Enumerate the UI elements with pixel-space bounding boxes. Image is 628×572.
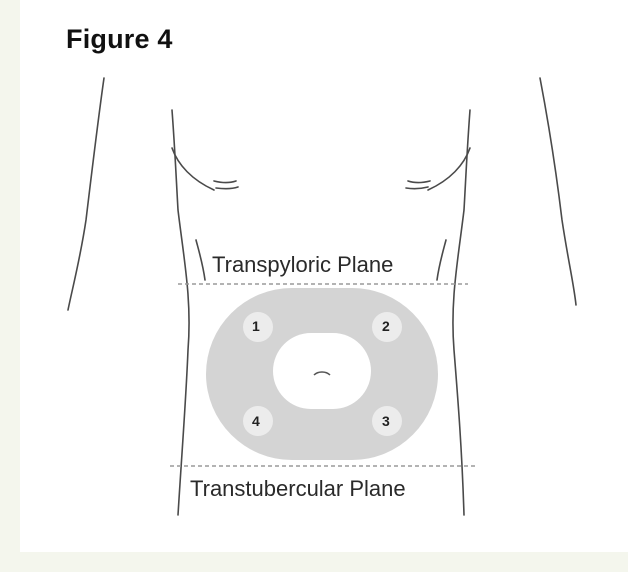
site-1-label: 1: [252, 318, 260, 334]
left-chest-mark-2: [216, 187, 238, 189]
right-waist-line: [437, 240, 446, 280]
navel-exclusion-area: [273, 333, 371, 409]
site-4-label: 4: [252, 413, 260, 429]
right-chest-mark-2: [406, 187, 428, 189]
transpyloric-plane-label: Transpyloric Plane: [212, 252, 393, 277]
right-chest-mark: [408, 181, 430, 183]
left-chest-mark: [214, 181, 236, 183]
right-arm-outline: [540, 78, 576, 305]
right-rib-curve: [428, 148, 470, 190]
left-waist-line: [196, 240, 205, 280]
site-2-label: 2: [382, 318, 390, 334]
injection-zone: [206, 288, 438, 460]
site-3-label: 3: [382, 413, 390, 429]
left-rib-curve: [172, 148, 214, 190]
transtubercular-plane-label: Transtubercular Plane: [190, 476, 406, 501]
left-arm-outline: [68, 78, 104, 310]
